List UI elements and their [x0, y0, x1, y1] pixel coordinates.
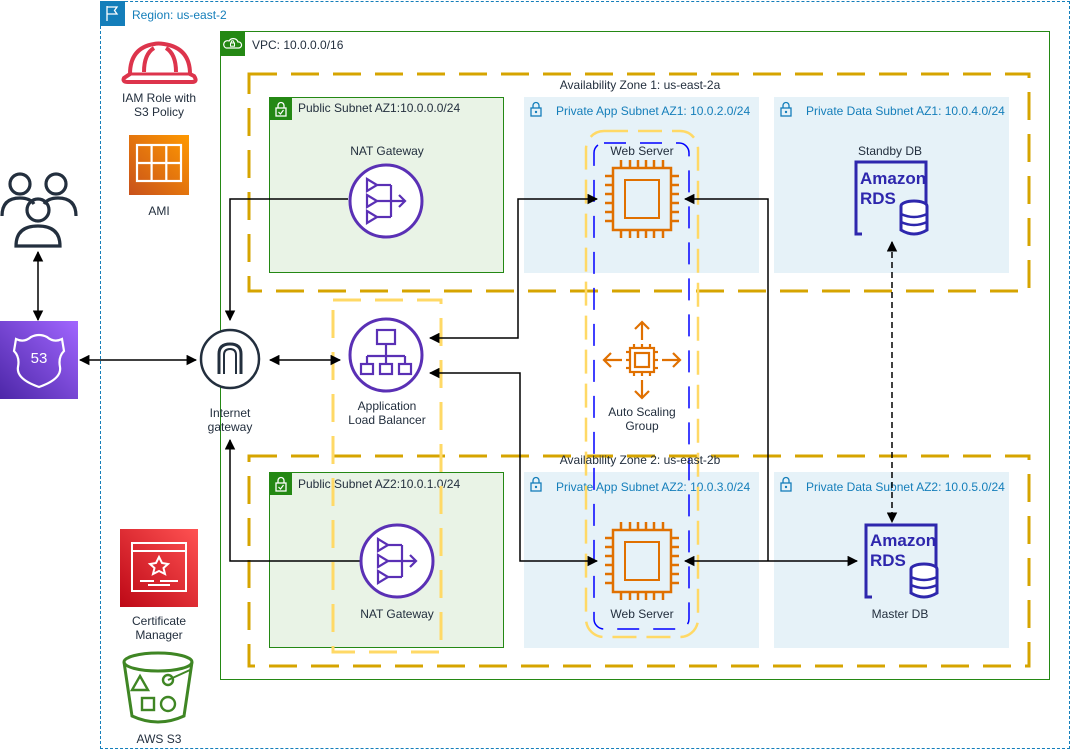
availability-zone-1-label: Availability Zone 1: us-east-2a: [559, 78, 721, 92]
rds-text-line2: RDS: [870, 551, 906, 570]
rds-database-icon: [862, 521, 942, 601]
web-server-2-label: Web Server: [610, 607, 674, 621]
rds-text-line2: RDS: [860, 189, 896, 208]
region-label: Region: us-east-2: [132, 8, 227, 22]
asg-label-line2: Group: [625, 419, 659, 433]
nat-gateway-1-label: NAT Gateway: [350, 144, 424, 158]
private-app-subnet-az2-label: Private App Subnet AZ2: 10.0.3.0/24: [556, 480, 751, 494]
availability-zone-2-label: Availability Zone 2: us-east-2b: [559, 453, 721, 467]
rds-text-line1: Amazon: [860, 169, 927, 188]
nat1-igw-link: [224, 198, 348, 322]
ec2-chip-icon: [597, 158, 687, 240]
s3-bucket-icon: [118, 648, 198, 726]
private-data-subnet-az2-label: Private Data Subnet AZ2: 10.0.5.0/24: [806, 480, 1005, 494]
rds-text-line1: Amazon: [870, 531, 937, 550]
region-container: [100, 1, 1070, 749]
s3-label: AWS S3: [136, 732, 182, 746]
ec2-chip-icon: [597, 520, 687, 602]
public-subnet-lock-icon: [270, 98, 292, 120]
private-subnet-lock-icon: [775, 98, 797, 120]
private-data-subnet-az1-label: Private Data Subnet AZ1: 10.0.4.0/24: [806, 104, 1005, 118]
iam-role-label-line2: S3 Policy: [133, 105, 185, 119]
private-subnet-lock-icon: [525, 98, 547, 120]
nat-gateway-2-label: NAT Gateway: [360, 607, 434, 621]
load-balancer-dashed-box: [331, 298, 443, 654]
alb-web1-link: [428, 193, 599, 344]
load-balancer-icon: [347, 316, 425, 394]
cert-manager-label-line1: Certificate: [131, 614, 187, 628]
cert-manager-label-line2: Manager: [135, 628, 183, 642]
rds-database-icon: [852, 158, 932, 238]
vpc-label: VPC: 10.0.0.0/16: [252, 38, 344, 52]
standby-db-label: Standby DB: [857, 144, 923, 158]
route53-number: 53: [30, 350, 48, 367]
auto-scaling-group-inner-outline: [593, 142, 690, 630]
public-subnet-lock-icon: [270, 473, 292, 495]
public-subnet-az1-label: Public Subnet AZ1:10.0.0.0/24: [298, 101, 461, 115]
nat2-igw-link: [224, 438, 360, 562]
alb-web2-link: [428, 367, 599, 567]
ami-label: AMI: [148, 204, 170, 218]
igw-label-line2: gateway: [207, 420, 253, 434]
igw-label-line1: Internet: [209, 406, 251, 420]
availability-zone-1-box: [247, 72, 1031, 293]
nat-gateway-icon: [347, 162, 425, 240]
users-icon: [0, 170, 78, 250]
web1-db-link: [683, 193, 769, 561]
alb-label-line1: Application: [357, 399, 417, 413]
public-subnet-az2-label: Public Subnet AZ2:10.0.1.0/24: [298, 477, 461, 491]
nat-gateway-icon: [358, 522, 436, 600]
route53-shield-icon: [0, 321, 78, 399]
web-server-1-label: Web Server: [610, 144, 674, 158]
vpc-cloud-icon: [220, 31, 245, 56]
master-db-label: Master DB: [871, 607, 929, 621]
certificate-icon: [120, 529, 198, 607]
internet-gateway-icon: [199, 328, 261, 390]
private-app-subnet-az1-label: Private App Subnet AZ1: 10.0.2.0/24: [556, 104, 751, 118]
region-flag-icon: [100, 1, 125, 26]
asg-label-line1: Auto Scaling: [608, 405, 676, 419]
auto-scaling-icon: [602, 320, 682, 400]
iam-role-label-line1: IAM Role with: [121, 91, 197, 105]
private-subnet-lock-icon: [775, 473, 797, 495]
alb-label-line2: Load Balancer: [348, 413, 426, 427]
hard-hat-icon: [120, 38, 200, 86]
ami-grid-icon: [129, 135, 189, 195]
